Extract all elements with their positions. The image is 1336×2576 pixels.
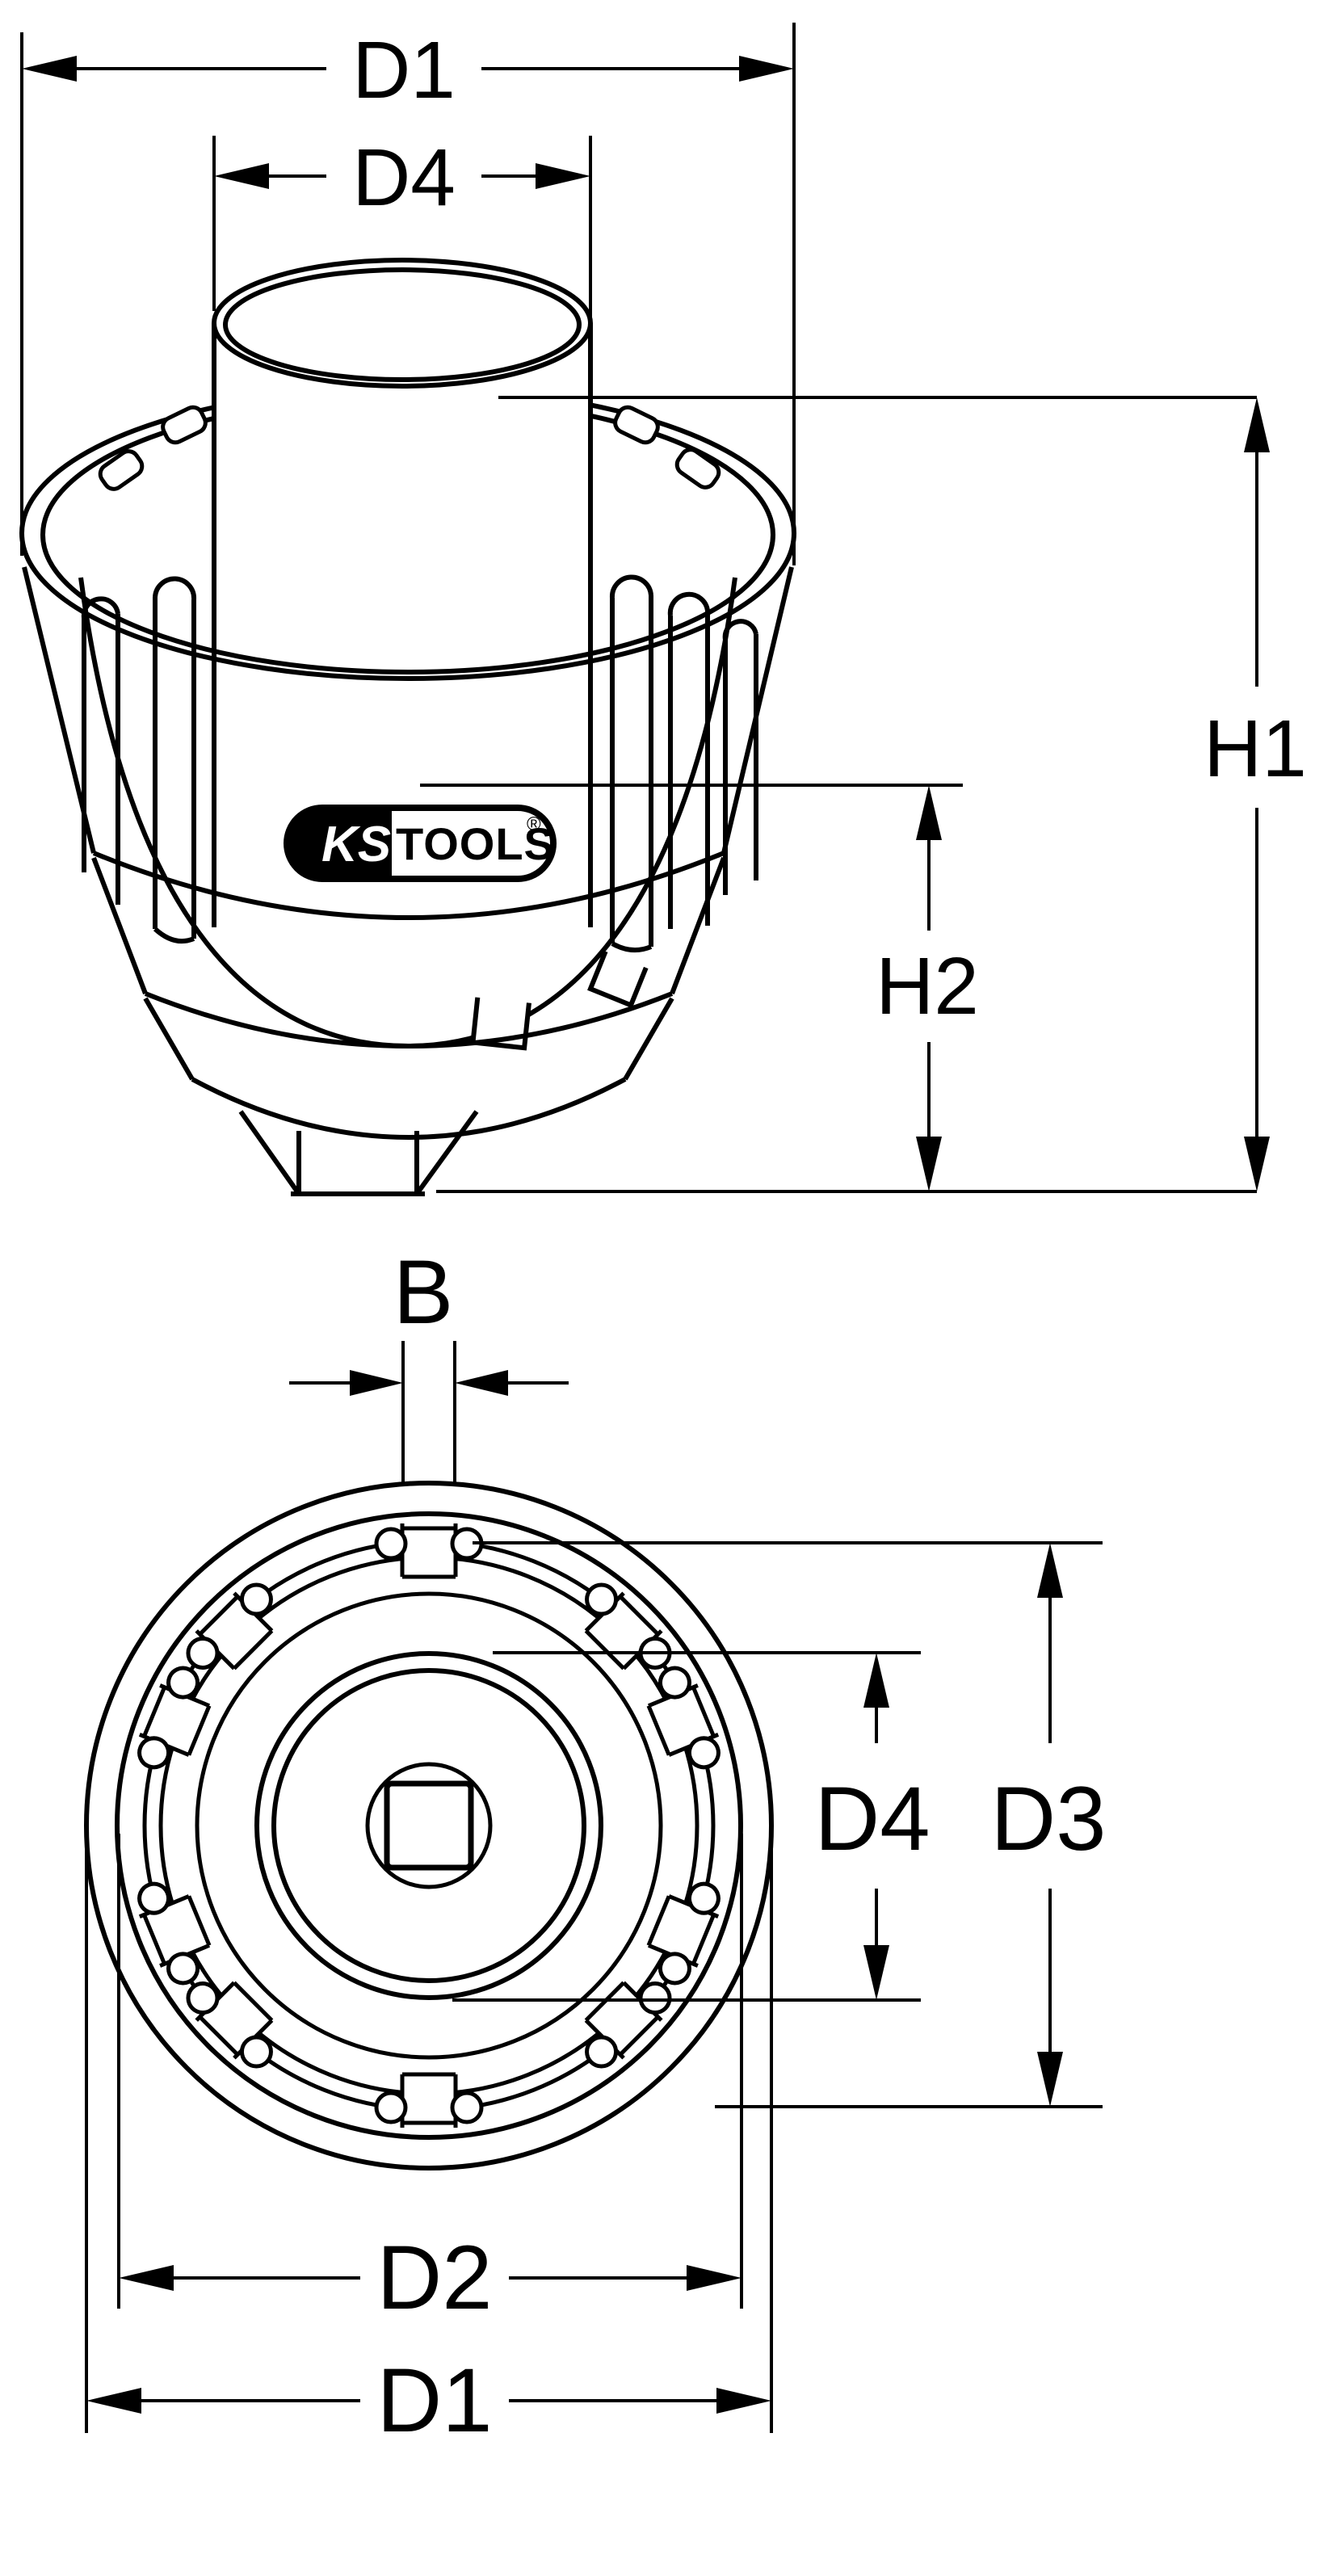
body-step1-bottom-arc bbox=[92, 851, 725, 920]
logo-tools-text: TOOLS bbox=[396, 818, 555, 869]
d1-top-label: D1 bbox=[352, 25, 456, 116]
castellation-slot bbox=[646, 1881, 721, 1986]
d1b-arrowhead-left bbox=[86, 2388, 141, 2414]
body-step2-bottom-arc bbox=[144, 991, 674, 1048]
h2-label: H2 bbox=[876, 941, 979, 1032]
far-castellation-tabs bbox=[98, 405, 721, 491]
castellation-slot bbox=[374, 1523, 484, 1579]
b-arrowhead-left bbox=[350, 1370, 403, 1396]
second-circle-d2 bbox=[115, 1511, 743, 2140]
square-drive-hole bbox=[384, 1780, 474, 1871]
outer-circle-d1 bbox=[84, 1481, 774, 2170]
chamfer-right-edge bbox=[414, 1110, 479, 1196]
drive-boss-circle bbox=[365, 1762, 493, 1889]
d1-arrowhead-left bbox=[22, 56, 77, 82]
castellation-slot bbox=[186, 1582, 274, 1670]
dim-h1: H1 bbox=[436, 396, 1307, 1193]
castellation-slot bbox=[137, 1666, 212, 1770]
h2-arrowhead-down bbox=[916, 1137, 942, 1191]
dim-d1-bottom: D1 bbox=[85, 1832, 773, 2451]
castellation-slot bbox=[374, 2072, 484, 2128]
castellation-tab bbox=[674, 448, 721, 490]
d2-arrowhead-left bbox=[119, 2265, 174, 2291]
body-step3-right bbox=[623, 997, 674, 1081]
logo-ks-text: KS bbox=[321, 817, 391, 872]
cylinder-top-rim-inner bbox=[223, 267, 582, 382]
body-step1-right bbox=[721, 566, 794, 854]
body-step2-right bbox=[670, 856, 726, 995]
h1-arrowhead-up bbox=[1244, 397, 1270, 452]
body-step1-left bbox=[22, 566, 96, 854]
d4-arrowhead-right bbox=[536, 163, 590, 189]
h1-arrowhead-down bbox=[1244, 1137, 1270, 1191]
square-drive-block bbox=[291, 1131, 425, 1196]
castellation-slot bbox=[646, 1666, 721, 1770]
interior-spline-ribs-left bbox=[81, 576, 197, 943]
chamfer-left-edge bbox=[238, 1110, 301, 1196]
logo-registered-mark: ® bbox=[527, 813, 541, 835]
dim-h2: H2 bbox=[420, 784, 979, 1191]
d3-arrowhead-up bbox=[1037, 1543, 1063, 1598]
cylinder-top-rim-outer bbox=[212, 258, 593, 389]
dim-b: B bbox=[289, 1242, 569, 1486]
h1-label: H1 bbox=[1204, 704, 1307, 794]
castellation-slot bbox=[584, 1981, 672, 2069]
d4b-arrowhead-down bbox=[863, 1945, 889, 2000]
interior-spline-ribs-right bbox=[609, 574, 758, 953]
bore-circle-outer-d4 bbox=[254, 1651, 603, 2000]
d3-label: D3 bbox=[990, 1768, 1106, 1869]
dim-d1-top: D1 bbox=[20, 23, 796, 565]
castellation-slot bbox=[137, 1881, 212, 1986]
d4-top-label: D4 bbox=[352, 132, 456, 223]
inner-shoulder-circle bbox=[195, 1591, 663, 2060]
castellation-tab bbox=[98, 449, 145, 491]
dim-d2: D2 bbox=[117, 1834, 743, 2328]
body-step2-left bbox=[91, 856, 148, 995]
h2-arrowhead-up bbox=[916, 785, 942, 840]
castellation-slot bbox=[584, 1582, 672, 1670]
dim-d4-top: D4 bbox=[212, 132, 592, 444]
bore-circle-inner bbox=[271, 1668, 586, 1983]
body-step3-left bbox=[143, 997, 195, 1081]
logo-black-field bbox=[287, 808, 392, 879]
ks-tools-logo: KS TOOLS ® bbox=[284, 805, 557, 882]
castellation-tab bbox=[613, 405, 660, 445]
side-view: KS TOOLS ® D1 D4 bbox=[19, 23, 1307, 1196]
d2-arrowhead-right bbox=[687, 2265, 742, 2291]
castellation-tab bbox=[161, 405, 208, 445]
d1-arrowhead-right bbox=[739, 56, 794, 82]
d4-bottom-label: D4 bbox=[814, 1768, 930, 1869]
d3-arrowhead-down bbox=[1037, 2052, 1063, 2107]
d2-label: D2 bbox=[376, 2227, 492, 2328]
stepped-body bbox=[22, 566, 794, 1196]
floor-notch bbox=[587, 950, 649, 1009]
dim-d4-bottom: D4 bbox=[452, 1651, 931, 2002]
d1-bottom-label: D1 bbox=[376, 2350, 492, 2451]
b-label: B bbox=[393, 1242, 454, 1343]
d1b-arrowhead-right bbox=[716, 2388, 771, 2414]
d4-arrowhead-left bbox=[214, 163, 269, 189]
dim-d3: D3 bbox=[473, 1541, 1107, 2108]
d4b-arrowhead-up bbox=[863, 1653, 889, 1708]
body-step3-bottom-arc bbox=[191, 1077, 627, 1140]
b-arrowhead-right bbox=[455, 1370, 508, 1396]
bottom-view: B D4 D3 bbox=[84, 1242, 1107, 2451]
castellation-slot bbox=[186, 1981, 274, 2069]
